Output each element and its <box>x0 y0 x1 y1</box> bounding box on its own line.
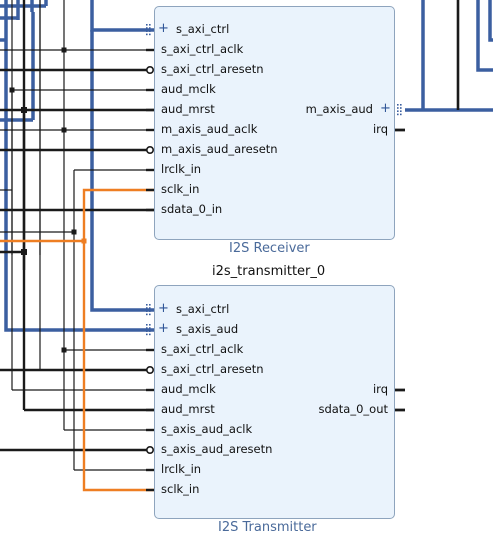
junction-dot <box>9 87 15 93</box>
transmitter-port-sdata-0-out: sdata_0_out <box>318 402 388 416</box>
receiver-port-sclk-in: sclk_in <box>161 182 200 196</box>
junction-dot <box>21 107 27 113</box>
junction-dot <box>61 47 67 53</box>
wires-layer <box>0 0 493 492</box>
transmitter-port-aud-mrst: aud_mrst <box>161 402 215 416</box>
bus-connector-icon[interactable] <box>397 104 402 116</box>
receiver-port-s-axi-ctrl: s_axi_ctrl <box>176 22 230 36</box>
receiver-port-m-axis-aud: m_axis_aud <box>305 102 373 116</box>
receiver-port-sdata-0-in: sdata_0_in <box>161 202 223 216</box>
bus-line <box>476 0 493 72</box>
inversion-bubble <box>146 365 155 374</box>
receiver-port-s-axi-ctrl-aresetn: s_axi_ctrl_aresetn <box>161 62 264 76</box>
receiver-port-m-axis-aud-aresetn: m_axis_aud_aresetn <box>161 142 278 156</box>
receiver-port-aud-mrst: aud_mrst <box>161 102 215 116</box>
expand-plus-icon[interactable]: + <box>158 301 169 316</box>
junction-dot <box>81 238 87 244</box>
junction-dot <box>21 249 27 255</box>
receiver-port-aud-mclk: aud_mclk <box>161 82 216 96</box>
junction-dot <box>61 127 67 133</box>
transmitter-port-sclk-in: sclk_in <box>161 482 200 496</box>
inversion-bubble <box>146 146 155 155</box>
bus-connector-icon[interactable] <box>146 24 151 36</box>
receiver-caption: I2S Receiver <box>229 241 310 256</box>
transmitter-port-irq: irq <box>372 382 388 396</box>
transmitter-port-s-axis-aud: s_axis_aud <box>176 322 239 336</box>
transmitter-port-s-axis-aud-aresetn: s_axis_aud_aresetn <box>161 442 273 456</box>
inversion-bubble <box>146 445 155 454</box>
transmitter-port-s-axi-ctrl-aresetn: s_axi_ctrl_aresetn <box>161 362 264 376</box>
expand-plus-icon[interactable]: + <box>158 21 169 36</box>
receiver-port-s-axi-ctrl-aclk: s_axi_ctrl_aclk <box>161 42 244 56</box>
transmitter-port-aud-mclk: aud_mclk <box>161 382 216 396</box>
sclk-net <box>82 188 154 492</box>
junction-dot <box>61 347 67 353</box>
junction-dot <box>71 229 77 235</box>
transmitter-port-lrclk-in: lrclk_in <box>161 462 202 476</box>
transmitter-port-s-axis-aud-aclk: s_axis_aud_aclk <box>161 422 253 436</box>
receiver-port-m-axis-aud-aclk: m_axis_aud_aclk <box>161 122 258 136</box>
transmitter-port-s-axi-ctrl-aclk: s_axi_ctrl_aclk <box>161 342 244 356</box>
inversion-bubble <box>146 66 155 75</box>
bus-line <box>488 0 493 42</box>
transmitter-instance-name: i2s_transmitter_0 <box>212 264 326 279</box>
bus-connector-icon[interactable] <box>146 304 151 316</box>
bus-to-rx-s-axi-ctrl <box>90 0 154 32</box>
expand-plus-icon[interactable]: + <box>380 101 391 116</box>
bus-to-tx-s-axi-ctrl <box>90 30 154 312</box>
receiver-port-lrclk-in: lrclk_in <box>161 162 202 176</box>
transmitter-port-s-axi-ctrl: s_axi_ctrl <box>176 302 230 316</box>
receiver-port-irq: irq <box>372 122 388 136</box>
bus-connector-icon[interactable] <box>146 324 151 336</box>
pins-layer <box>9 24 405 492</box>
expand-plus-icon[interactable]: + <box>158 321 169 336</box>
i2s-transmitter-block[interactable] <box>154 285 395 519</box>
bus-to-tx-s-axis-aud <box>4 40 154 332</box>
transmitter-caption: I2S Transmitter <box>218 520 317 535</box>
i2s-receiver-block[interactable] <box>154 6 395 240</box>
